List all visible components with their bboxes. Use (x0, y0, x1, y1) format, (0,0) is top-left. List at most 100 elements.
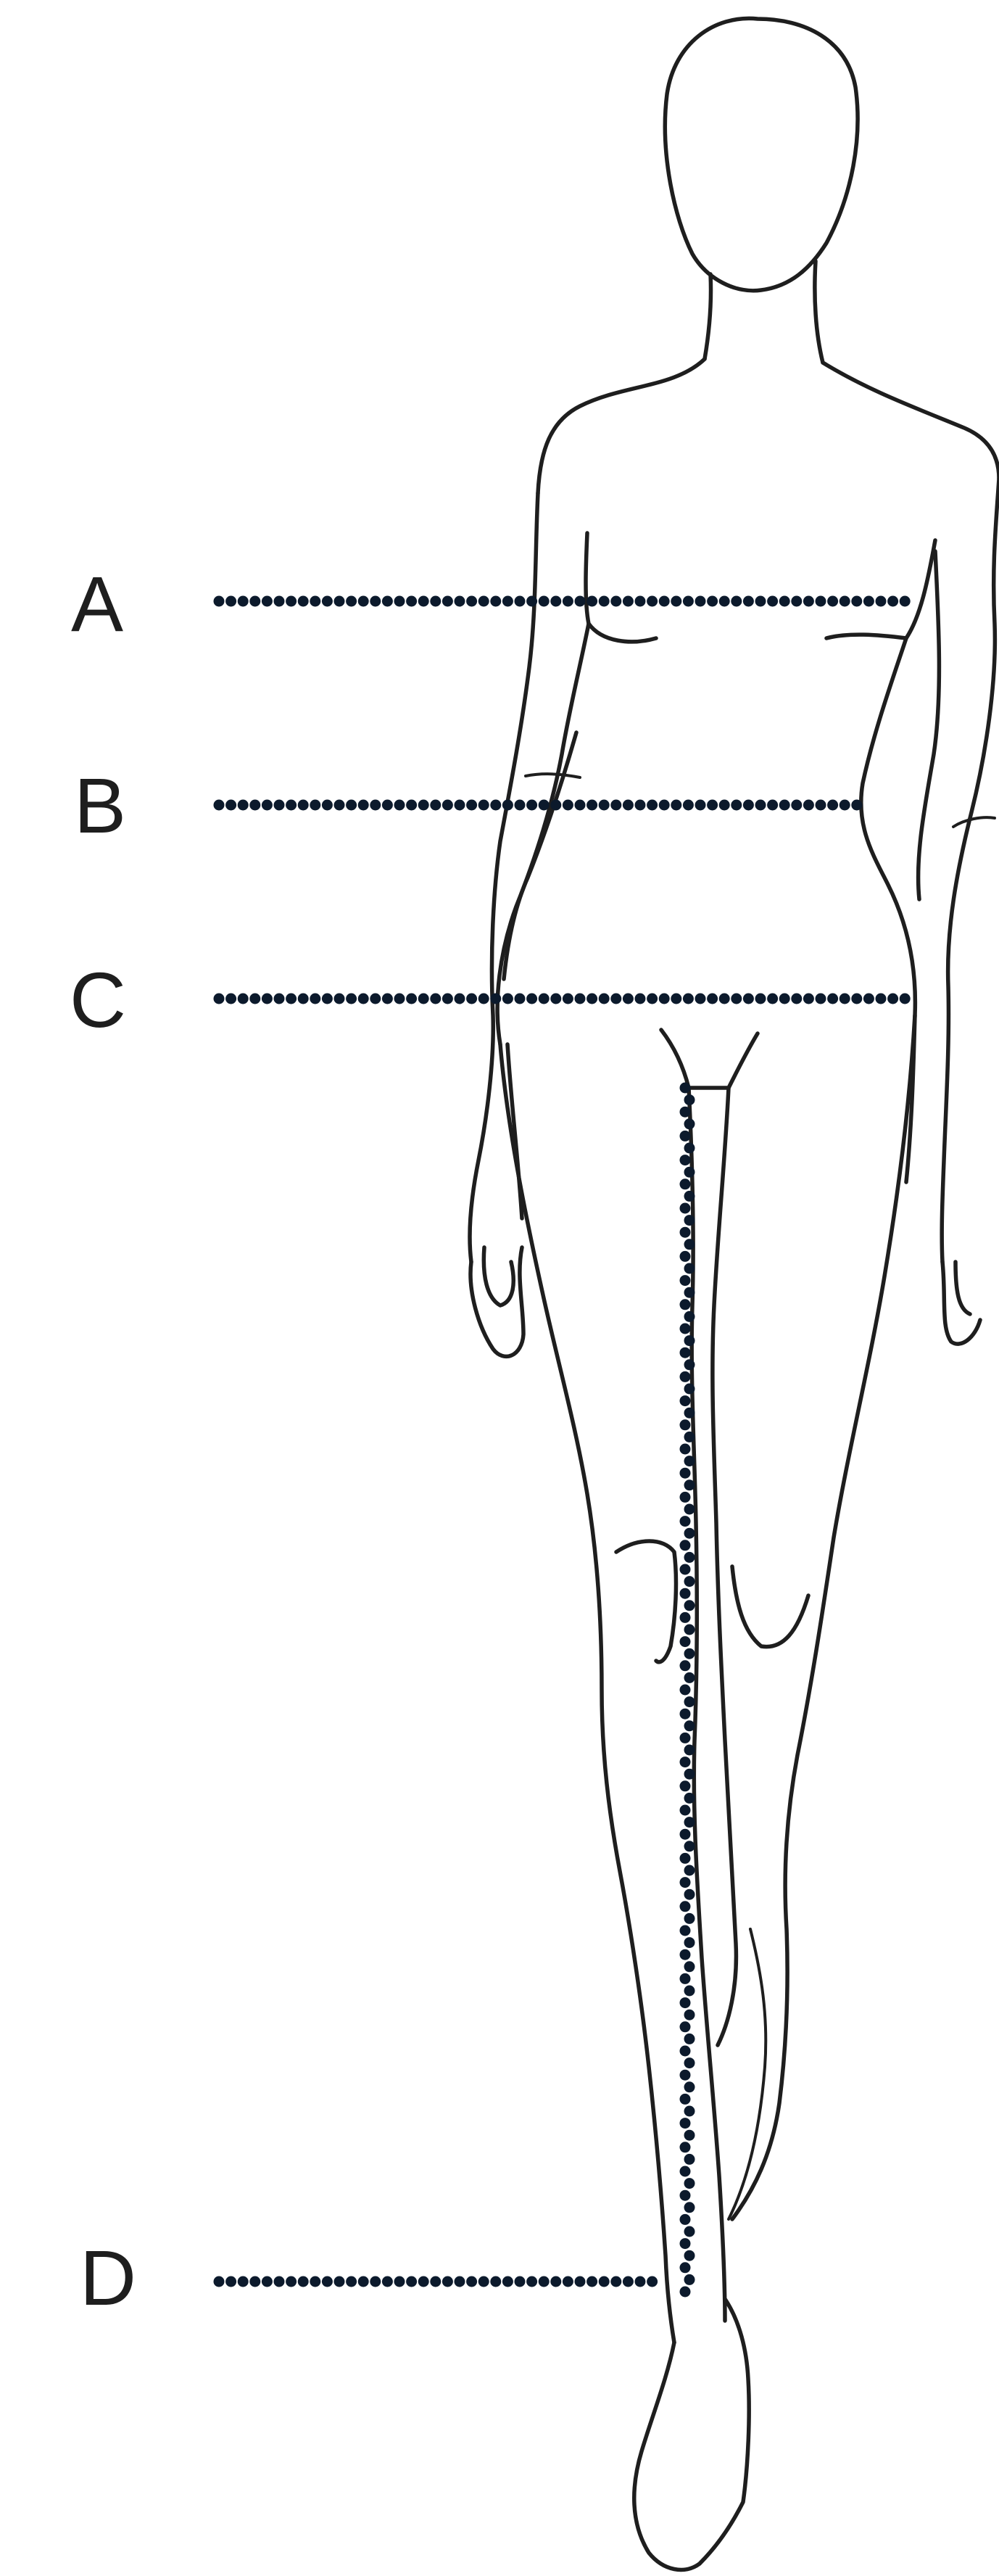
measurement-dot (684, 1215, 695, 1226)
measurement-dot (719, 994, 730, 1004)
measurement-dot (876, 596, 887, 607)
measurement-dot (382, 800, 393, 811)
measurement-dot (680, 2094, 691, 2105)
measurement-dot (238, 2276, 249, 2287)
measurement-dot (225, 596, 236, 607)
measurement-dot (274, 800, 285, 811)
measurement-dot (490, 2276, 501, 2287)
measurement-dot (684, 1311, 695, 1322)
measurement-line-c (214, 994, 911, 1004)
measurement-dot (684, 1094, 695, 1105)
measurement-dot (418, 2276, 429, 2287)
measurement-dot (418, 596, 429, 607)
measurement-dot (322, 596, 333, 607)
measurement-dot (442, 994, 453, 1004)
measurement-dot (683, 994, 694, 1004)
measurement-dot (346, 994, 357, 1004)
measurement-dot (863, 994, 874, 1004)
measurement-dot (779, 994, 790, 1004)
measurement-dot (550, 994, 561, 1004)
measurement-dot (274, 2276, 285, 2287)
label-b: B (74, 761, 126, 849)
measurement-dot (684, 1937, 695, 1948)
measurement-dot (249, 800, 260, 811)
measurement-dot (684, 1239, 695, 1250)
measurement-dot (394, 2276, 405, 2287)
measurement-dot (680, 2287, 691, 2298)
measurement-dot (647, 596, 658, 607)
shoulder-right-outline (823, 363, 999, 479)
measurement-dot (684, 1600, 695, 1611)
measurement-dot (526, 994, 537, 1004)
measurement-dot (680, 1540, 691, 1551)
measurement-dot (659, 596, 670, 607)
measurement-dot (680, 1324, 691, 1334)
measurement-dot (310, 596, 320, 607)
bust-right-outline (826, 540, 935, 638)
measurement-line-b (214, 800, 863, 811)
measurement-dot (490, 994, 501, 1004)
measurement-dot (334, 596, 345, 607)
measurement-dot (406, 800, 417, 811)
measurement-dot (827, 596, 838, 607)
measurement-dot (680, 1901, 691, 1912)
measurement-dot (623, 994, 634, 1004)
measurement-dot (680, 1853, 691, 1864)
measurement-dot (684, 1865, 695, 1876)
measurement-dot (586, 800, 597, 811)
measurement-dot (684, 2057, 695, 2068)
measurement-dot (394, 800, 405, 811)
measurement-dot (680, 1131, 691, 1142)
measurement-dot (442, 800, 453, 811)
measurement-dot (214, 800, 225, 811)
measurement-dot (684, 2010, 695, 2020)
measurement-dot (791, 994, 802, 1004)
measurement-dot (684, 2154, 695, 2165)
measurement-line-d (214, 2276, 658, 2287)
measurement-dot (876, 994, 887, 1004)
measurement-dot (680, 1877, 691, 1888)
measurement-dot (334, 800, 345, 811)
measurement-dot (680, 1178, 691, 1189)
neck-right-outline (815, 261, 823, 363)
measurement-dot (526, 800, 537, 811)
measurement-dot (684, 1552, 695, 1563)
right-knee-outline (732, 1566, 808, 1647)
measurement-dot (767, 994, 778, 1004)
measurement-dot (840, 994, 850, 1004)
measurement-dot (680, 1419, 691, 1430)
neck-left-outline (705, 274, 711, 359)
measurement-dot (238, 800, 249, 811)
measurement-dot (647, 994, 658, 1004)
measurement-dot (887, 994, 898, 1004)
measurement-dot (707, 994, 718, 1004)
measurement-dot (671, 800, 681, 811)
measurement-dot (599, 800, 610, 811)
measurement-dot (382, 596, 393, 607)
measurement-dot (455, 2276, 465, 2287)
measurement-dot (286, 2276, 297, 2287)
measurement-dot (370, 800, 381, 811)
measurement-dot (680, 1805, 691, 1816)
measurement-dot (755, 596, 766, 607)
measurement-dot (526, 596, 537, 607)
measurement-dot (695, 596, 706, 607)
measurement-dot (490, 596, 501, 607)
measurement-dot (298, 596, 309, 607)
measurement-dot (680, 1468, 691, 1479)
bust-left-outline (586, 533, 656, 642)
measurement-dot (430, 2276, 441, 2287)
measurement-dot (684, 1648, 695, 1659)
measurement-dot (623, 800, 634, 811)
measurement-dot (406, 2276, 417, 2287)
measurement-dot (680, 2142, 691, 2152)
measurement-dot (310, 800, 320, 811)
right-arm-outer (942, 479, 999, 1262)
left-leg-outer (500, 1044, 674, 2342)
measurement-dot (680, 1251, 691, 1262)
measurement-dot (684, 1191, 695, 1202)
measurement-dot (647, 800, 658, 811)
measurement-dot (680, 1347, 691, 1358)
measurement-dot (680, 1492, 691, 1503)
measurement-line-a (214, 596, 911, 607)
